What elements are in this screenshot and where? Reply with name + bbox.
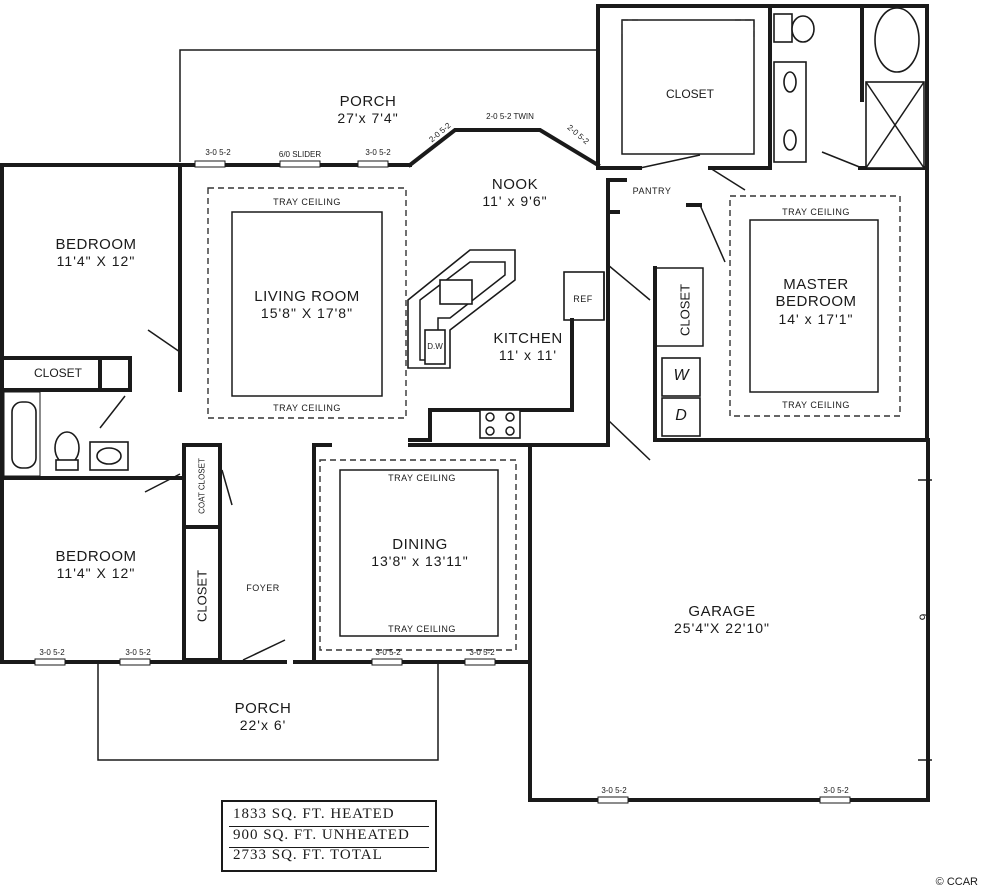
tray-ceiling-note: TRAY CEILING xyxy=(782,400,850,410)
master-closet-outline xyxy=(621,19,755,155)
slider-note: 6/0 SLIDER xyxy=(278,150,322,159)
washer-icon xyxy=(661,357,701,397)
coat-closet-label: COAT CLOSET xyxy=(197,458,207,514)
dryer-label: D xyxy=(675,407,687,424)
window-note: 3-0 5-2 xyxy=(125,648,151,657)
total-sqft: 2733 SQ. FT. TOTAL xyxy=(233,847,383,863)
pantry-label: PANTRY xyxy=(632,186,672,196)
window-note: 3-0 5-2 xyxy=(823,786,849,795)
ref-label: REF xyxy=(573,294,593,304)
heated-sqft: 1833 SQ. FT. HEATED xyxy=(229,806,429,827)
porch-top-outline xyxy=(179,49,598,162)
square-footage-box: 1833 SQ. FT. HEATED 900 SQ. FT. UNHEATED… xyxy=(221,800,437,872)
front-porch-outline xyxy=(97,664,439,761)
dw-label: D.W xyxy=(427,342,443,351)
window-note: 3-0 5-2 xyxy=(39,648,65,657)
hall-sink-icon xyxy=(96,447,122,465)
tray-ceiling-note: TRAY CEILING xyxy=(388,624,456,634)
copyright-mark: © CCAR xyxy=(935,876,978,888)
window-note: 3-0 5-2 xyxy=(365,148,391,157)
toilet-bowl-icon xyxy=(791,15,815,43)
window-note: 3-0 5-2 xyxy=(469,648,495,657)
washer-label: W xyxy=(673,367,689,384)
master-suite-outer-wall xyxy=(596,4,929,442)
hall-bathtub-icon xyxy=(11,401,37,469)
range-icon xyxy=(479,409,521,439)
sink-icon xyxy=(783,129,797,151)
window-marks xyxy=(34,160,851,804)
dishwasher-icon xyxy=(424,329,446,365)
bathtub-icon xyxy=(874,7,920,73)
twin-window-note: 2-0 5-2 TWIN xyxy=(486,112,534,121)
foyer-closet-label: CLOSET xyxy=(194,569,210,623)
master-closet-label: CLOSET xyxy=(665,87,715,101)
foyer-label: FOYER xyxy=(246,583,280,593)
window-note: 3-0 5-2 xyxy=(205,148,231,157)
hall-toilet-tank-icon xyxy=(55,459,79,471)
tray-ceiling-note: TRAY CEILING xyxy=(273,403,341,413)
dryer-icon xyxy=(661,397,701,437)
refrigerator-icon xyxy=(563,271,605,321)
unheated-sqft: 900 SQ. FT. UNHEATED xyxy=(229,827,429,848)
side-closet-label: CLOSET xyxy=(677,283,693,337)
dining-tray-inner xyxy=(339,469,499,637)
master-tray-outer xyxy=(729,195,901,417)
dining-tray-outer xyxy=(319,459,517,651)
sink-icon xyxy=(783,71,797,93)
cooktop-icon xyxy=(439,279,473,305)
tray-ceiling-note: TRAY CEILING xyxy=(388,473,456,483)
tray-ceiling-note: TRAY CEILING xyxy=(273,197,341,207)
foyer-closet-outline xyxy=(182,525,222,662)
living-tray-inner xyxy=(231,211,383,397)
living-tray-outer xyxy=(207,187,407,419)
master-tray-inner xyxy=(749,219,879,393)
garage-door-mark: 9 xyxy=(917,613,931,621)
toilet-tank-icon xyxy=(773,13,793,43)
window-note: 3-0 5-2 xyxy=(375,648,401,657)
tray-ceiling-note: TRAY CEILING xyxy=(782,207,850,217)
bedroom-closet-label: CLOSET xyxy=(33,366,83,380)
window-note: 3-0 5-2 xyxy=(601,786,627,795)
